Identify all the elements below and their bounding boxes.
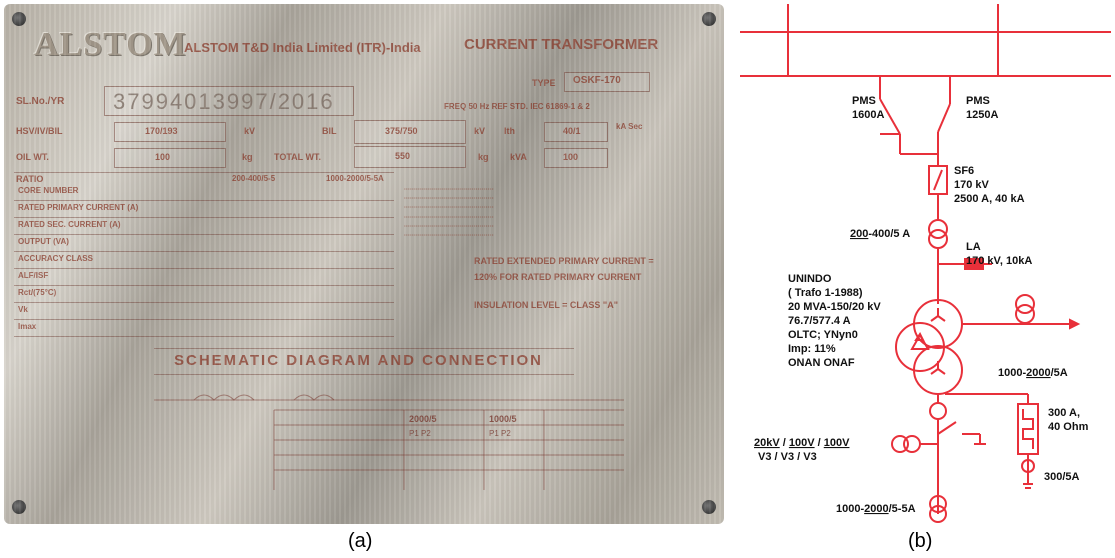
table-row-label: CORE NUMBER (18, 186, 79, 195)
hsv-box: 170/193 (114, 122, 226, 142)
table-divider (14, 234, 394, 235)
note-2: 120% FOR RATED PRIMARY CURRENT (474, 272, 642, 282)
caption-b: (b) (908, 530, 933, 552)
hsv-label: HSV/IV/BIL (16, 126, 63, 136)
kva-box: 100 (544, 148, 608, 168)
sf6-label: SF6 170 kV 2500 A, 40 kA (954, 165, 1025, 205)
ka-label: kA Sec (616, 122, 643, 131)
table-divider (14, 268, 394, 269)
table-divider (14, 336, 394, 337)
ratio-value-2: 1000-2000/5-5A (326, 174, 384, 183)
kva-label: kVA (510, 152, 527, 162)
kv-label: kV (244, 126, 256, 136)
bil-value: 375/750 (385, 126, 418, 136)
table-divider (14, 302, 394, 303)
ith-value: 40/1 (563, 126, 581, 136)
hsv-value: 170/193 (145, 126, 178, 136)
total-box: 550 (354, 146, 466, 168)
screw-icon (12, 12, 26, 26)
table-row-label: Imax (18, 322, 37, 331)
sld-lines (740, 4, 1111, 523)
ct2-label: 1000-2000/5A (998, 367, 1068, 379)
nameplate-photo: ALSTOM ALSTOM T&D India Limited (ITR)-In… (4, 4, 724, 524)
caption-a: (a) (348, 530, 373, 552)
ct1-coil-a (928, 219, 948, 239)
conn-header-1: 2000/5 (409, 414, 437, 424)
conn-header-2: 1000/5 (489, 414, 517, 424)
serial-box: 37994013997/2016 (104, 86, 354, 116)
brand-logo: ALSTOM (34, 26, 187, 63)
la-label: LA 170 kV, 10kA (966, 241, 1032, 267)
ngr-ct-label: 300/5A (1044, 471, 1080, 483)
oil-value: 100 (155, 152, 171, 162)
total-label: TOTAL WT. (274, 152, 321, 162)
conn-tap-1: P1 P2 (409, 429, 431, 438)
pms-left-label: PMS 1600A (852, 95, 884, 121)
serial-value: 37994013997/2016 (113, 89, 335, 114)
pms-right-switch (937, 103, 951, 133)
table-divider (14, 200, 394, 201)
table-row-label: RATED PRIMARY CURRENT (A) (18, 203, 139, 212)
screw-icon (702, 12, 716, 26)
bil-box: 375/750 (354, 120, 466, 144)
ct3-coil-a (929, 495, 947, 513)
pms-left-switch (879, 98, 901, 135)
kva-value: 100 (563, 152, 579, 162)
connection-schematic: 2000/5 1000/5 P1 P2 P1 P2 (154, 394, 624, 490)
ngr-ct (1021, 459, 1035, 473)
ct3-coil-b (929, 505, 947, 523)
ratio-label: RATIO (16, 174, 44, 184)
single-line-diagram: PMS 1600A PMS 1250A SF6 170 kV 2500 A, 4… (740, 4, 1111, 523)
screw-icon (12, 500, 26, 514)
vt-coil-b (891, 435, 909, 453)
kv2-label: kV (474, 126, 486, 136)
ground-switch (937, 421, 957, 435)
table-row-label: OUTPUT (VA) (18, 237, 69, 246)
manufacturer-header: ALSTOM T&D India Limited (ITR)-India (184, 40, 421, 55)
vt-label-1: 20kV / 100V / 100V (754, 437, 850, 449)
ct1-label: 200-400/5 A (850, 228, 910, 240)
table-row-label: Rct/(75°C) (18, 288, 57, 297)
table-divider (14, 319, 394, 320)
table-divider (14, 217, 394, 218)
conn-tap-2: P1 P2 (489, 429, 511, 438)
ith-label: Ith (504, 126, 515, 136)
freq-std: FREQ 50 Hz REF STD. IEC 61869-1 & 2 (444, 102, 590, 111)
serial-label: SL.No./YR (16, 96, 65, 107)
ith-box: 40/1 (544, 122, 608, 142)
table-row-label: RATED SEC. CURRENT (A) (18, 220, 121, 229)
kg2-label: kg (478, 152, 489, 162)
table-row-label: Vk (18, 305, 28, 314)
table-row-label: ACCURACY CLASS (18, 254, 93, 263)
type-label: TYPE (532, 78, 556, 88)
plate-fine-print: ········································… (404, 187, 494, 211)
ngr-label: 300 A, 40 Ohm (1048, 407, 1089, 433)
oil-label: OIL WT. (16, 152, 49, 162)
bil-label: BIL (322, 126, 337, 136)
table-divider (14, 285, 394, 286)
ct3-label: 1000-2000/5-5A (836, 503, 916, 515)
transformer-label: UNINDO ( Trafo 1-1988) 20 MVA-150/20 kV … (788, 273, 884, 369)
table-divider (14, 251, 394, 252)
plate-fine-print-2: ········································… (404, 215, 494, 239)
type-value: OSKF-170 (573, 75, 621, 86)
ratio-value-1: 200-400/5-5 (232, 174, 276, 183)
vt-label-2: V3 / V3 / V3 (758, 451, 817, 463)
vt-coil-a (903, 435, 921, 453)
total-value: 550 (395, 151, 411, 161)
oil-box: 100 (114, 148, 226, 168)
note-1: RATED EXTENDED PRIMARY CURRENT = (474, 256, 654, 266)
type-box: OSKF-170 (564, 72, 650, 92)
plate-title: CURRENT TRANSFORMER (464, 36, 659, 53)
kg-label: kg (242, 152, 253, 162)
diagram-title: SCHEMATIC DIAGRAM AND CONNECTION (174, 352, 543, 369)
pms-right-label: PMS 1250A (966, 95, 998, 121)
note-3: INSULATION LEVEL = CLASS "A" (474, 300, 618, 310)
screw-icon (702, 500, 716, 514)
table-row-label: ALF/ISF (18, 271, 49, 280)
